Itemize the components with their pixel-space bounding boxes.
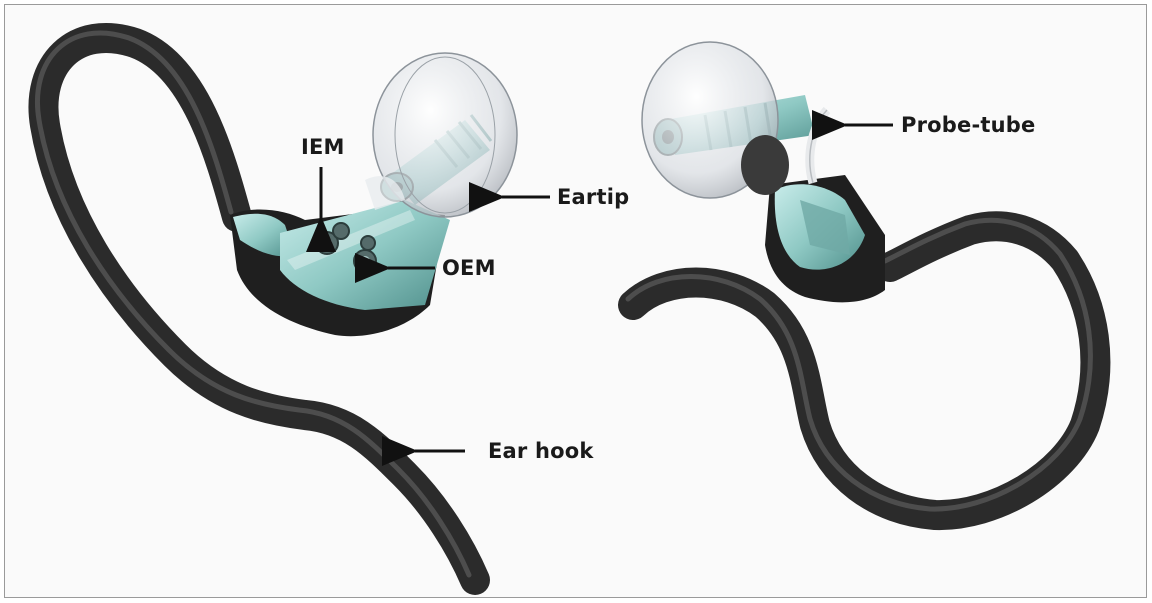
eartip-label: Eartip: [557, 185, 629, 209]
left-earpiece-body: [230, 53, 517, 336]
probe-tube-label: Probe-tube: [901, 113, 1035, 137]
earpiece-illustration: [5, 5, 1147, 598]
ear-hook-label: Ear hook: [488, 439, 594, 463]
oem-label: OEM: [442, 256, 496, 280]
right-earpiece-body: [642, 42, 885, 302]
iem-label: IEM: [301, 135, 345, 159]
figure-frame: IEM Eartip OEM Ear hook Probe-tube: [4, 4, 1147, 598]
